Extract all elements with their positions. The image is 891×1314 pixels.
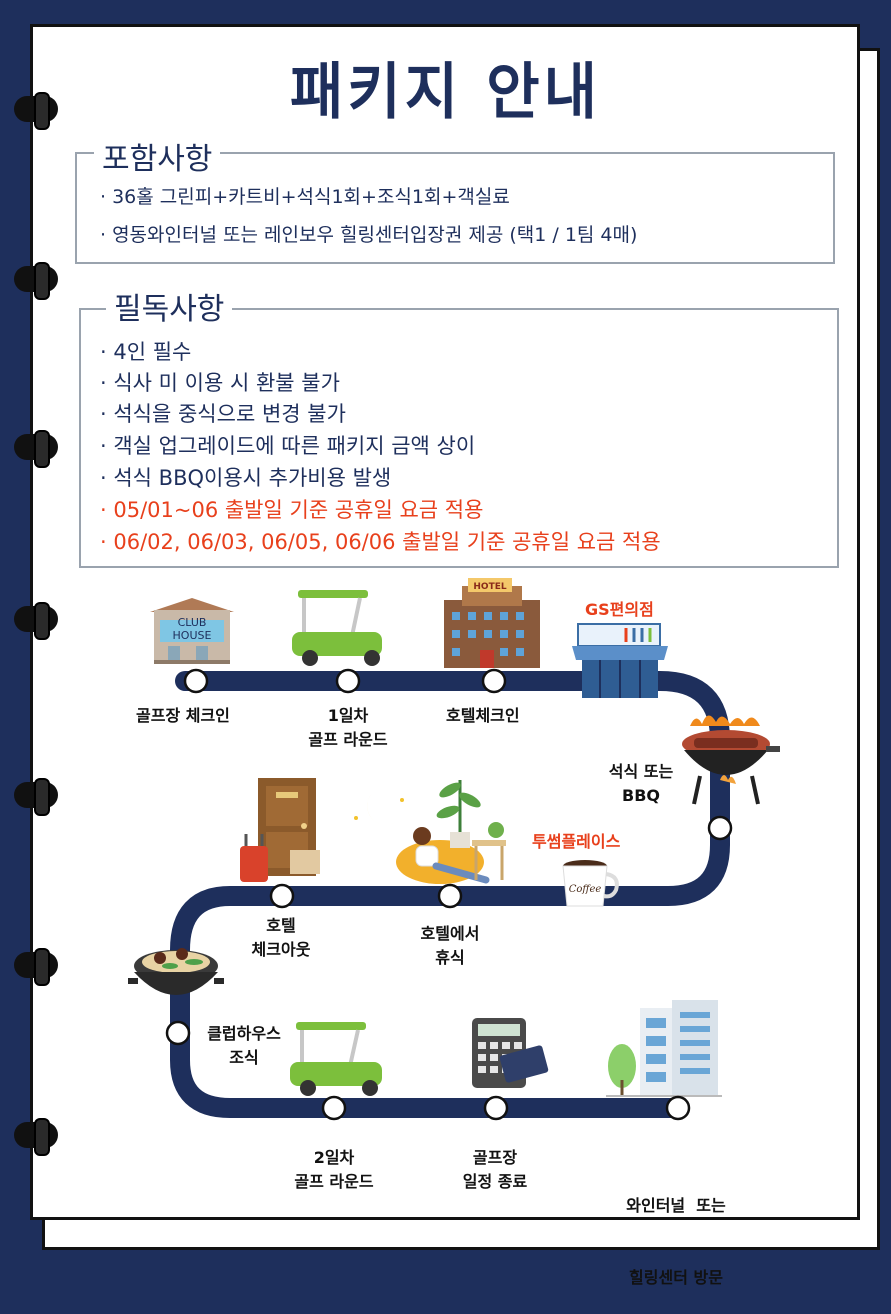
golf-cart-icon	[290, 1022, 382, 1096]
stop-label-hotel-rest: 호텔에서 휴식	[400, 922, 500, 970]
included-item: · 36홀 그린피+카트비+석식1회+조식1회+객실료	[100, 186, 510, 208]
relaxing-icon	[354, 780, 506, 884]
route-stop-marker	[165, 1020, 191, 1046]
stop-label-line: 힐링센터 방문	[629, 1268, 723, 1287]
route-map: CLUB HOUSE HOTEL	[128, 578, 780, 1121]
route-stop-marker	[437, 883, 463, 909]
stop-label-golf-end: 골프장 일정 종료	[440, 1146, 550, 1194]
stop-label-line: 골프 라운드	[294, 1172, 374, 1191]
clubhouse-sign-line2: HOUSE	[173, 629, 212, 642]
route-stop-marker	[481, 668, 507, 694]
included-box	[75, 152, 835, 264]
notice-highlight-item: · 06/02, 06/03, 06/05, 06/06 출발일 기준 공휴일 …	[100, 530, 661, 554]
hotel-icon	[444, 578, 540, 668]
binder-ring	[14, 948, 58, 986]
gs-store-label: GS편의점	[585, 600, 654, 619]
coffee-cup-icon	[562, 860, 619, 907]
stop-label-line: 조식	[229, 1048, 259, 1067]
stop-label-day2-round: 2일차 골프 라운드	[272, 1146, 396, 1194]
stop-label-line: 휴식	[435, 948, 465, 967]
stop-label-clubhouse-breakfast: 클럽하우스 조식	[196, 1022, 292, 1070]
stop-label-line: 체크아웃	[251, 940, 311, 959]
notice-item: · 4인 필수	[100, 340, 192, 364]
stop-label-wine-tunnel: 와인터널 또는 힐링센터 방문	[606, 1146, 746, 1314]
route-stop-marker	[665, 1095, 691, 1121]
route-stop-marker	[183, 668, 209, 694]
stop-label-line: 와인터널 또는	[626, 1196, 726, 1215]
stone-pot-icon	[128, 948, 224, 995]
binder-ring	[14, 92, 58, 130]
stop-label-line: 골프 라운드	[308, 730, 388, 749]
notice-box	[79, 308, 839, 568]
notice-highlight-item: · 05/01~06 출발일 기준 공휴일 요금 적용	[100, 498, 484, 522]
stop-label-line: 1일차	[327, 706, 369, 725]
notice-item: · 석식 BBQ이용시 추가비용 발생	[100, 466, 392, 490]
binder-ring	[14, 262, 58, 300]
stop-label-line: 호텔에서	[420, 924, 480, 943]
stop-label-dinner-bbq: 석식 또는 BBQ	[596, 760, 686, 808]
binder-ring	[14, 430, 58, 468]
stop-label-line: 석식 또는	[608, 762, 674, 781]
door-luggage-icon	[240, 778, 320, 882]
stop-label-day1-round: 1일차 골프 라운드	[293, 704, 403, 752]
included-item: · 영동와인터널 또는 레인보우 힐링센터입장권 제공 (택1 / 1팀 4매)	[100, 224, 638, 246]
page-title: 패키지 안내	[290, 55, 601, 127]
route-path	[170, 671, 730, 1118]
route-stop-marker	[483, 1095, 509, 1121]
building-icon	[606, 1000, 722, 1097]
route-stop-marker	[707, 815, 733, 841]
twosome-place-label: 투썸플레이스	[532, 832, 621, 851]
notice-item: · 객실 업그레이드에 따른 패키지 금액 상이	[100, 434, 476, 458]
stop-label-line: 2일차	[313, 1148, 355, 1167]
stop-label-line: 일정 종료	[462, 1172, 528, 1191]
included-heading: 포함사항	[94, 134, 221, 178]
hotel-sign: HOTEL	[473, 582, 506, 592]
binder-ring	[14, 1118, 58, 1156]
stop-label-hotel-checkout: 호텔 체크아웃	[236, 914, 326, 962]
route-stop-marker	[269, 883, 295, 909]
clubhouse-sign-line1: CLUB	[178, 616, 207, 629]
stop-label-line: 클럽하우스	[207, 1024, 281, 1043]
notice-item: · 식사 미 이용 시 환불 불가	[100, 371, 340, 395]
stop-label-line: BBQ	[622, 786, 660, 805]
notice-item: · 석식을 중식으로 변경 불가	[100, 402, 346, 426]
binder-ring	[14, 778, 58, 816]
route-stop-marker	[321, 1095, 347, 1121]
bbq-grill-icon	[682, 715, 780, 805]
route-stop-marker	[335, 668, 361, 694]
calculator-icon	[472, 1018, 549, 1088]
stop-label-line: 호텔	[266, 916, 296, 935]
convenience-store-icon	[572, 623, 668, 698]
coffee-cup-label: Coffee	[569, 884, 602, 895]
stop-label-golf-checkin: 골프장 체크인	[136, 706, 230, 725]
notice-heading: 필독사항	[106, 284, 233, 328]
clubhouse-icon	[150, 598, 234, 664]
stop-label-line: 골프장	[472, 1148, 518, 1167]
stop-label-hotel-checkin: 호텔체크인	[446, 706, 520, 725]
golf-cart-icon	[292, 590, 382, 666]
binder-ring	[14, 602, 58, 640]
